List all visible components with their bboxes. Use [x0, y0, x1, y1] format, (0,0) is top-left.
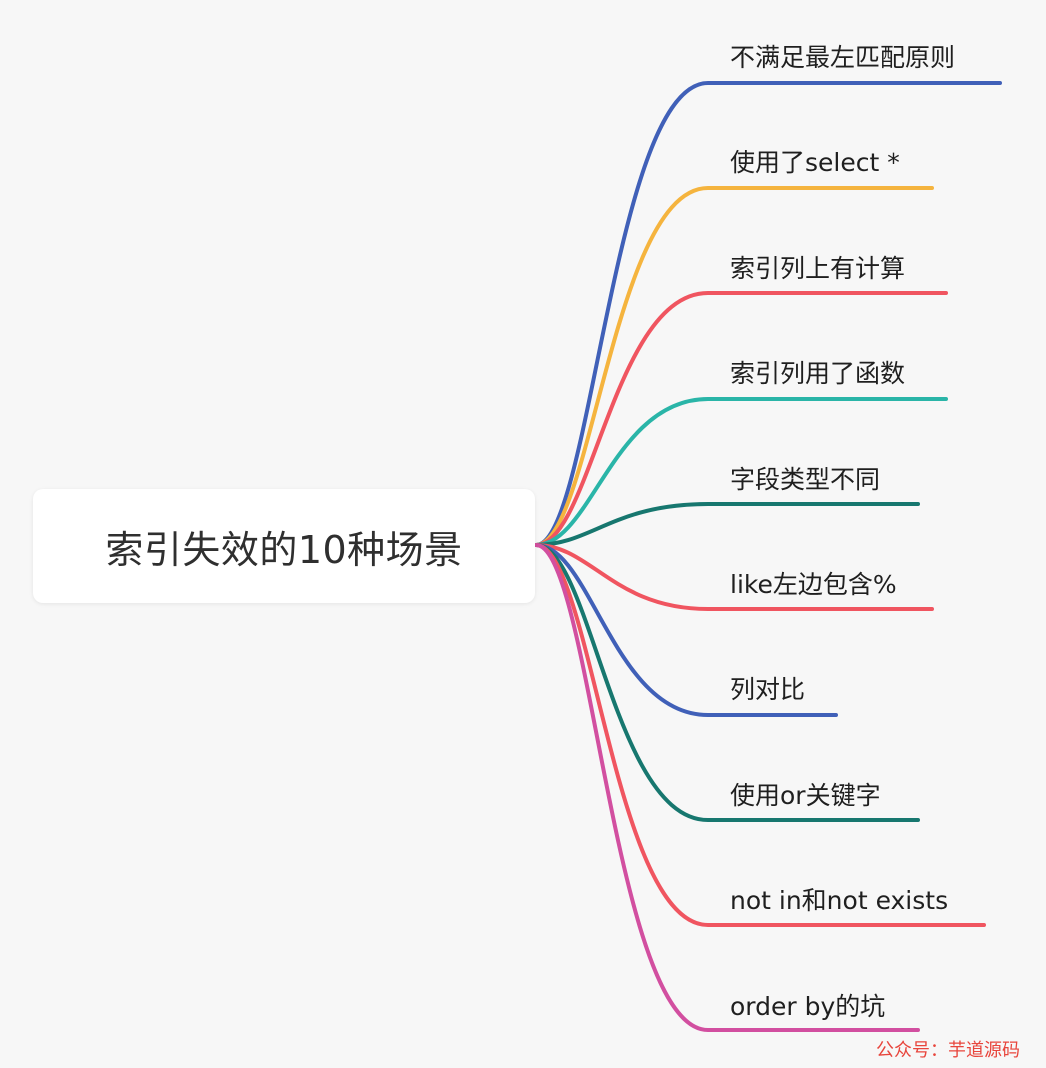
branch-label[interactable]: order by的坑: [730, 992, 886, 1021]
branch-connector: [534, 502, 920, 547]
branch-label[interactable]: not in和not exists: [730, 886, 949, 915]
branch-connector: [534, 543, 986, 927]
branch-label[interactable]: 索引列上有计算: [730, 254, 906, 283]
root-node[interactable]: 索引失效的10种场景: [33, 489, 535, 603]
branch-connector: [534, 543, 838, 717]
branch-label[interactable]: 索引列用了函数: [730, 359, 906, 388]
branch-label[interactable]: 使用了select *: [730, 148, 900, 177]
branch-label[interactable]: 使用or关键字: [730, 781, 881, 810]
root-title: 索引失效的10种场景: [105, 527, 463, 572]
branch-connector: [534, 291, 948, 547]
branch-connector: [534, 81, 1002, 547]
watermark: 公众号：芋道源码: [876, 1040, 1020, 1061]
branch-connector: [534, 543, 920, 822]
branch-connector: [534, 543, 934, 611]
branch-label[interactable]: 字段类型不同: [730, 465, 881, 494]
branch-label[interactable]: 不满足最左匹配原则: [730, 43, 956, 72]
branch-label[interactable]: like左边包含%: [730, 570, 897, 599]
branch-connector: [534, 397, 948, 547]
branch-connector: [534, 186, 934, 547]
branch-label[interactable]: 列对比: [730, 675, 806, 704]
branch-connector: [534, 543, 920, 1032]
